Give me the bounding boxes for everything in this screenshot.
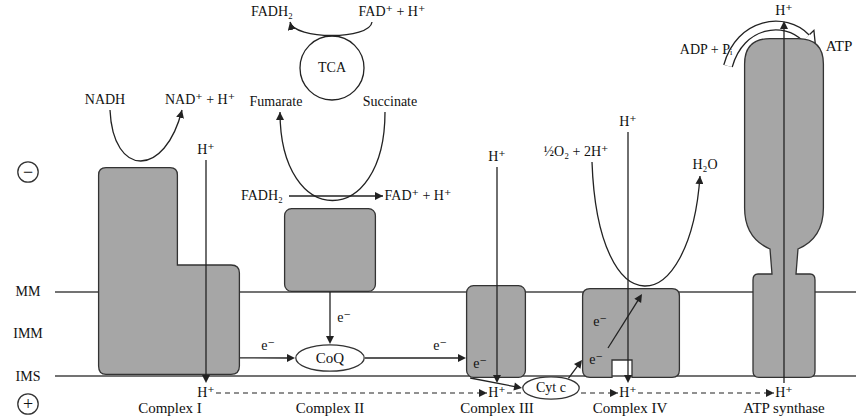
molecule-label: Fumarate [250,95,303,109]
molecule-label: H₂O [692,158,717,172]
molecule-label: FADH₂ [251,5,293,19]
fad-arc [290,22,372,36]
flow-line [627,132,628,377]
complex-box: Complex II [284,208,376,292]
complex-label: Complex IV [593,401,668,416]
charge-circle: + [17,392,39,416]
electron-label: e⁻ [261,339,275,353]
complex-box: Complex I [98,167,240,375]
complex-label: Complex I [138,401,202,416]
node-outline [744,38,824,378]
arrowhead [780,21,788,29]
arrowhead [326,336,334,344]
molecule-label: ATP [826,39,853,54]
region-label: IMS [16,370,41,384]
arrowhead [574,360,582,369]
proton-gradient-arrow [507,392,521,393]
complex-label: ATP synthase [743,401,825,416]
arrowhead [513,383,522,391]
proton-label: H⁺ [775,4,793,18]
proton-label: H⁺ [619,115,637,129]
electron-label: e⁻ [337,311,351,325]
node-shape [99,168,240,375]
molecule-label: FAD⁺ + H⁺ [359,5,426,19]
electron-label: e⁻ [593,315,607,329]
proton-label: H⁺ [197,386,215,400]
electron-flow-arrow [568,360,582,378]
node-shape [18,162,38,182]
proton-label: H⁺ [775,386,793,400]
atp-synthase-shape: ATP synthase [744,38,824,378]
molecule-label: ADP + Pᵢ [680,43,732,57]
molecule-label: FAD⁺ + H⁺ [385,189,452,203]
electron-flow-arrow [326,292,334,344]
tca-cycle [300,36,364,100]
electron-flow-line [329,292,330,338]
arrowhead [287,354,295,362]
molecule-label: NADH [85,93,125,107]
region-label: IMM [13,327,43,341]
complex-label: Complex III [460,401,534,416]
charge-circle: − [17,160,39,184]
node-shape [285,209,376,292]
molecule-label: Succinate [363,95,417,109]
electron-label: e⁻ [433,339,447,353]
flow-line [608,299,639,348]
electron-label: e⁻ [473,357,487,371]
nadh-arc [110,110,182,161]
carrier-ellipse: CoQ [295,344,365,372]
arrowhead [202,375,210,383]
charge-sign: + [23,395,33,413]
node-shape [296,345,364,371]
proton-label: H⁺ [197,143,215,157]
arrowhead [458,354,466,362]
fadh2-arrow [289,195,383,196]
arrowhead [624,375,632,383]
cycle-label: TCA [318,61,346,75]
succinate-arc [280,112,385,201]
node-outline [98,167,240,375]
arrowhead [493,375,501,383]
membrane-line [55,375,856,376]
node-outline [284,208,376,292]
proton-label: H⁺ [488,386,506,400]
arrowhead [634,294,642,303]
electron-flow-line [240,357,289,358]
electron-label: e⁻ [589,353,603,367]
region-label: MM [16,285,41,299]
flow-line [496,167,497,377]
molecule-label: FADH₂ [241,189,283,203]
node-shape [467,286,526,378]
electron-flow-arrow [240,354,295,362]
electron-flow-line [568,365,578,379]
oxygen-arc [592,162,700,286]
node-shape [18,394,38,414]
proton-gradient-arrow [216,392,487,393]
molecule-label: ½O₂ + 2H⁺ [544,145,609,159]
flow-line [783,27,784,383]
node-shape [523,377,579,399]
node-shape [583,289,680,378]
proton-gradient-arrow [581,392,618,393]
electron-flow-line [365,357,460,358]
electron-flow-arrow [365,354,466,362]
carrier-ellipse: Cyt c [522,376,580,400]
molecule-label: NAD⁺ + H⁺ [165,93,235,107]
complex-label: Complex II [296,401,365,416]
flow-line [205,160,206,377]
charge-sign: − [23,163,33,181]
proton-label: H⁺ [619,386,637,400]
proton-gradient-arrow [638,392,774,393]
carrier-label: Cyt c [536,381,566,395]
proton-label: H⁺ [488,150,506,164]
carrier-label: CoQ [316,351,344,366]
